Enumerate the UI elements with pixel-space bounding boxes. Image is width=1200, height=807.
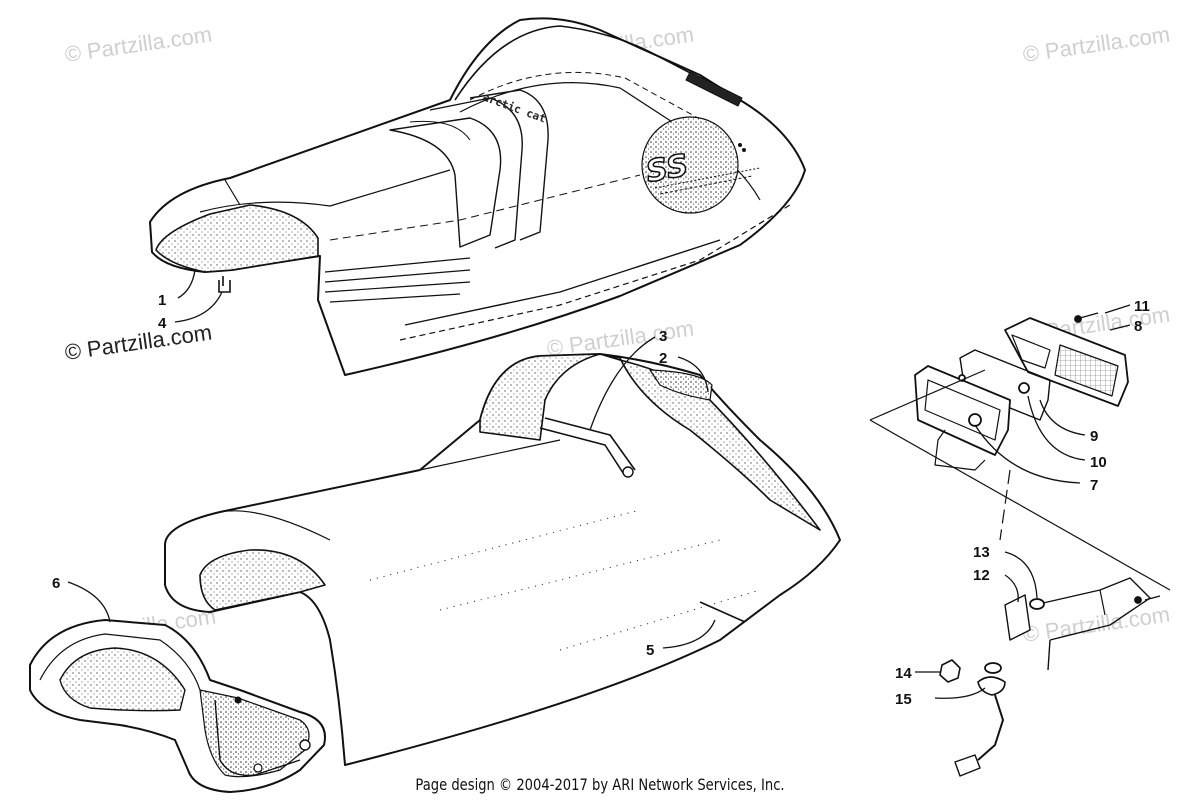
callout-13: 13 [973,544,990,561]
leader-3 [589,336,656,431]
footer-copyright: Page design © 2004-2017 by ARI Network S… [415,775,785,794]
callout-9: 9 [1090,428,1098,445]
watermark-top-left: © Partzilla.com [63,22,213,67]
ss-logo-text: SS [643,148,691,190]
callout-4: 4 [158,315,167,332]
watermark-left-mid: © Partzilla.com [63,320,213,365]
callout-14: 14 [895,665,912,682]
callout-labels: 1 4 3 2 6 5 11 8 9 10 7 13 12 14 15 [52,292,1150,708]
seat-cover-middle [164,353,841,766]
rod-part [699,601,746,623]
leader-15 [934,687,986,699]
leader-6 [67,581,111,623]
seat-base-bottom [29,619,326,793]
leader-10 [1027,395,1086,461]
leader-5 [662,619,716,649]
ss-logo: SS [641,116,761,214]
callout-11: 11 [1134,298,1150,315]
taillight-assembly [869,312,1171,777]
callout-12: 12 [973,567,990,584]
watermark-bottom-right: © Partzilla.com [1021,602,1171,647]
callout-8: 8 [1134,318,1142,335]
leader-1 [177,269,196,299]
callout-3: 3 [659,328,667,345]
leader-2 [677,356,709,393]
leader-7 [974,424,1081,484]
clip-part [218,276,231,293]
callout-10: 10 [1090,454,1107,471]
leader-lines [67,269,1131,699]
leader-4 [174,291,223,323]
leader-8 [1109,324,1131,331]
callout-2: 2 [659,350,667,367]
leader-12 [1004,574,1019,603]
seat-assembly-top [149,17,806,376]
callout-7: 7 [1090,477,1098,494]
callout-5: 5 [646,642,654,659]
leader-13 [1004,551,1038,599]
callout-1: 1 [158,292,166,309]
callout-6: 6 [52,575,60,592]
leader-11 [1104,304,1131,314]
leader-9 [1039,399,1086,436]
callout-15: 15 [895,691,912,708]
watermark-top-right: © Partzilla.com [1021,22,1171,67]
